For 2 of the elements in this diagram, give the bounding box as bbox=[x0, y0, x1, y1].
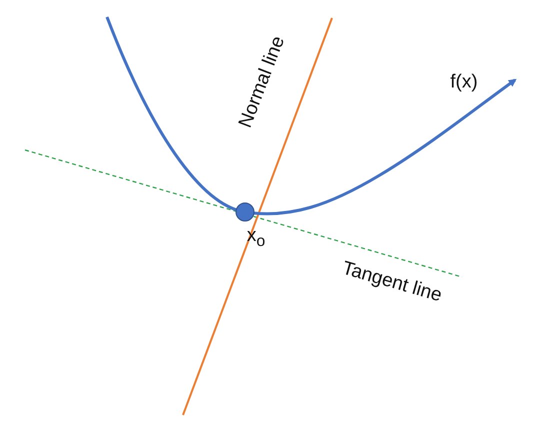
axis-label: Tangent line bbox=[340, 258, 444, 306]
function-label: f(x) bbox=[450, 72, 478, 92]
